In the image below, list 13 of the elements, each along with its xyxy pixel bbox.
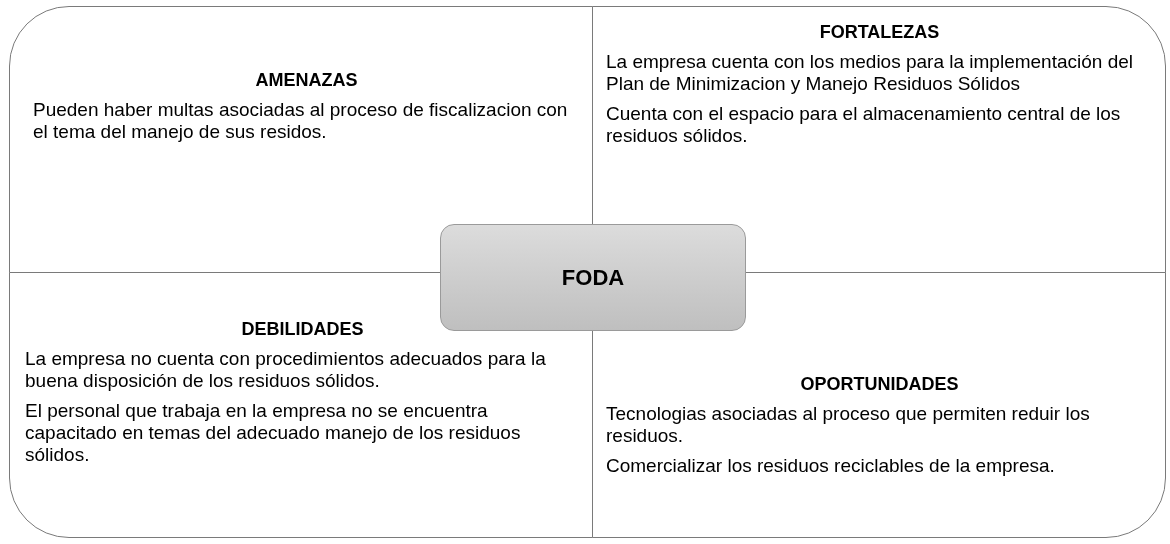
quadrant-heading: AMENAZAS: [254, 69, 359, 91]
quadrant-text: La empresa cuenta con los medios para la implementación del Plan de Minimizacion y Manejo Residuos Sólidos: [606, 51, 1135, 95]
center-title: FODA: [561, 264, 625, 292]
quadrant-heading: DEBILIDADES: [240, 318, 365, 340]
quadrant-text: La empresa no cuenta con procedimientos adecuados para la buena disposición de los residuos sólidos.: [25, 348, 547, 392]
quadrant-text: Pueden haber multas asociadas al proceso de fiscalizacion con el tema del manejo de sus residos.: [33, 99, 569, 143]
quadrant-text: Cuenta con el espacio para el almacenamiento central de los residuos sólidos.: [606, 103, 1122, 147]
center-box: [440, 224, 746, 331]
quadrant-heading: OPORTUNIDADES: [799, 373, 960, 395]
quadrant-text: El personal que trabaja en la empresa no se encuentra capacitado en temas del adecuado manejo de los residuos sólidos.: [25, 400, 522, 466]
quadrant-text: Comercializar los residuos reciclables de la empresa.: [606, 455, 1056, 477]
quadrant-heading: FORTALEZAS: [818, 21, 941, 43]
quadrant-text: Tecnologias asociadas al proceso que permiten reduir los residuos.: [606, 403, 1091, 447]
